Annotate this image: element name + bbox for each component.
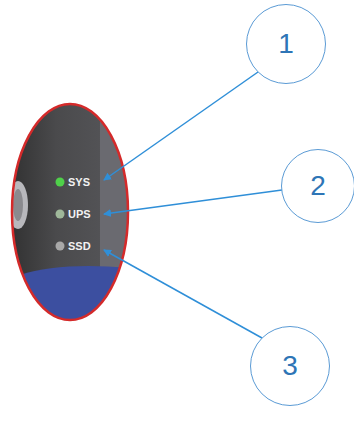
led-ssd (56, 242, 65, 251)
callout-number: 2 (310, 172, 326, 200)
led-sys (56, 178, 65, 187)
callout-circle: 1 (246, 4, 326, 84)
callout-circle: 3 (250, 326, 330, 406)
callout-number: 1 (278, 30, 294, 58)
leader-line (104, 72, 258, 180)
callout-circle: 2 (281, 149, 354, 223)
bezel-screw-shadow (13, 189, 23, 221)
led-ups (56, 210, 65, 219)
led-label: SYS (68, 177, 90, 188)
zoomed-panel (0, 100, 140, 330)
zoom-outline (12, 104, 128, 320)
led-label: UPS (68, 209, 91, 220)
leader-line (104, 190, 282, 214)
led-label: SSD (68, 241, 91, 252)
callout-number: 3 (282, 352, 298, 380)
panel-face (0, 100, 140, 330)
leader-line (104, 250, 262, 338)
